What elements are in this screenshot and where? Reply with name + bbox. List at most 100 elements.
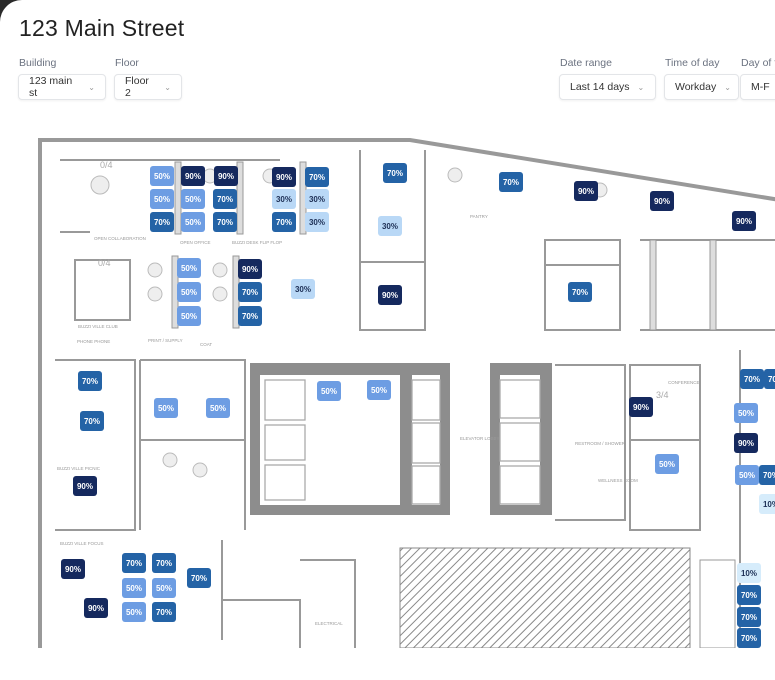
building-label: Building (19, 57, 57, 69)
occupancy-badge[interactable]: 70% (737, 628, 761, 648)
occupancy-badge[interactable]: 70% (152, 553, 176, 573)
label-coat: COAT (200, 342, 212, 347)
chevron-down-icon: ⌄ (724, 82, 731, 92)
occupancy-badge[interactable]: 70% (764, 369, 775, 389)
occupancy-badge[interactable]: 50% (122, 602, 146, 622)
occupancy-badge[interactable]: 70% (737, 585, 761, 605)
label-conference: CONFERENCE (668, 380, 700, 385)
floor-plan: OPEN COLLABORATION OPEN OFFICE BUZZI DES… (38, 138, 775, 648)
elevators (264, 379, 541, 505)
occupancy-badge[interactable]: 70% (187, 568, 211, 588)
occupancy-badge[interactable]: 70% (383, 163, 407, 183)
occupancy-badge[interactable]: 10% (737, 563, 761, 583)
occupancy-badge[interactable]: 70% (238, 306, 262, 326)
shaft-hatched-area (399, 547, 691, 648)
occupancy-badge[interactable]: 50% (177, 258, 201, 278)
occupancy-badge[interactable]: 50% (181, 189, 205, 209)
occupancy-badge[interactable]: 90% (272, 167, 296, 187)
occupancy-badge[interactable]: 70% (568, 282, 592, 302)
building-select[interactable]: 123 main st ⌄ (18, 74, 106, 100)
occupancy-badge[interactable]: 50% (154, 398, 178, 418)
occupancy-badge[interactable]: 70% (740, 369, 764, 389)
occupancy-badge[interactable]: 90% (73, 476, 97, 496)
floor-value: Floor 2 (125, 75, 149, 99)
label-open-collab: OPEN COLLABORATION (94, 236, 146, 241)
floor-select[interactable]: Floor 2 ⌄ (114, 74, 182, 100)
occupancy-badge[interactable]: 70% (78, 371, 102, 391)
stair (699, 559, 736, 648)
time-of-day-value: Workday (675, 81, 717, 93)
occupancy-badge[interactable]: 90% (181, 166, 205, 186)
capacity-label: 0/4 (100, 160, 113, 170)
occupancy-badge[interactable]: 90% (61, 559, 85, 579)
occupancy-badge[interactable]: 90% (732, 211, 756, 231)
occupancy-badge[interactable]: 30% (291, 279, 315, 299)
occupancy-badge[interactable]: 70% (122, 553, 146, 573)
label-pantry: PANTRY (470, 214, 488, 219)
occupancy-badge[interactable]: 50% (177, 282, 201, 302)
occupancy-badge[interactable]: 70% (80, 411, 104, 431)
label-ville-focus: BUZZI VILLE FOCUS (60, 541, 104, 546)
occupancy-badge[interactable]: 10% (759, 494, 775, 514)
occupancy-badge[interactable]: 50% (177, 306, 201, 326)
label-restroom: RESTROOM / SHOWER (575, 441, 626, 446)
occupancy-badge[interactable]: 50% (206, 398, 230, 418)
occupancy-badge[interactable]: 50% (734, 403, 758, 423)
time-of-day-label: Time of day (665, 57, 720, 69)
occupancy-badge[interactable]: 90% (574, 181, 598, 201)
occupancy-badge[interactable]: 70% (737, 607, 761, 627)
capacity-label: 3/4 (656, 390, 669, 400)
label-wellness: WELLNESS ROOM (598, 478, 638, 483)
chevron-down-icon: ⌄ (637, 82, 645, 92)
label-phone: PHONE PHONE (77, 339, 110, 344)
occupancy-badge[interactable]: 70% (213, 189, 237, 209)
occupancy-badge[interactable]: 70% (759, 465, 775, 485)
occupancy-badge[interactable]: 30% (378, 216, 402, 236)
occupancy-badge[interactable]: 70% (213, 212, 237, 232)
occupancy-badge[interactable]: 90% (629, 397, 653, 417)
day-of-week-value: M-F (751, 81, 770, 93)
page-title: 123 Main Street (19, 15, 185, 41)
capacity-label: 0/4 (98, 258, 111, 268)
label-elevator-lobby: ELEVATOR LOBBY (460, 436, 500, 441)
occupancy-badge[interactable]: 30% (305, 189, 329, 209)
day-of-week-select[interactable]: M-F (740, 74, 775, 100)
date-range-select[interactable]: Last 14 days ⌄ (559, 74, 656, 100)
occupancy-badge[interactable]: 90% (734, 433, 758, 453)
day-of-week-label: Day of t (741, 57, 775, 69)
occupancy-badge[interactable]: 50% (181, 212, 205, 232)
chevron-down-icon: ⌄ (164, 82, 171, 92)
occupancy-badge[interactable]: 90% (238, 259, 262, 279)
occupancy-badge[interactable]: 90% (214, 166, 238, 186)
occupancy-badge[interactable]: 90% (84, 598, 108, 618)
occupancy-badge[interactable]: 90% (650, 191, 674, 211)
occupancy-badge[interactable]: 30% (272, 189, 296, 209)
occupancy-badge[interactable]: 50% (367, 380, 391, 400)
occupancy-badge[interactable]: 70% (152, 602, 176, 622)
date-range-value: Last 14 days (570, 81, 630, 93)
label-electrical: ELECTRICAL (315, 621, 343, 626)
occupancy-badge[interactable]: 50% (122, 578, 146, 598)
building-value: 123 main st (29, 75, 73, 99)
chevron-down-icon: ⌄ (88, 82, 95, 92)
occupancy-badge[interactable]: 70% (238, 282, 262, 302)
time-of-day-select[interactable]: Workday ⌄ (664, 74, 739, 100)
occupancy-badge[interactable]: 50% (317, 381, 341, 401)
occupancy-badge[interactable]: 50% (150, 189, 174, 209)
label-ville-picnic: BUZZI VILLE PICNIC (57, 466, 101, 471)
occupancy-badge[interactable]: 50% (655, 454, 679, 474)
occupancy-badge[interactable]: 70% (150, 212, 174, 232)
occupancy-badge[interactable]: 50% (150, 166, 174, 186)
label-print: PRINT / SUPPLY (148, 338, 183, 343)
occupancy-badge[interactable]: 30% (305, 212, 329, 232)
label-open-office: OPEN OFFICE (180, 240, 211, 245)
occupancy-badge[interactable]: 70% (499, 172, 523, 192)
label-ville-club: BUZZI VILLE CLUB (78, 324, 118, 329)
occupancy-badge[interactable]: 50% (735, 465, 759, 485)
desk-rows (171, 161, 717, 331)
occupancy-badge[interactable]: 90% (378, 285, 402, 305)
core-walls (250, 363, 552, 515)
occupancy-badge[interactable]: 70% (305, 167, 329, 187)
occupancy-badge[interactable]: 50% (152, 578, 176, 598)
occupancy-badge[interactable]: 70% (272, 212, 296, 232)
